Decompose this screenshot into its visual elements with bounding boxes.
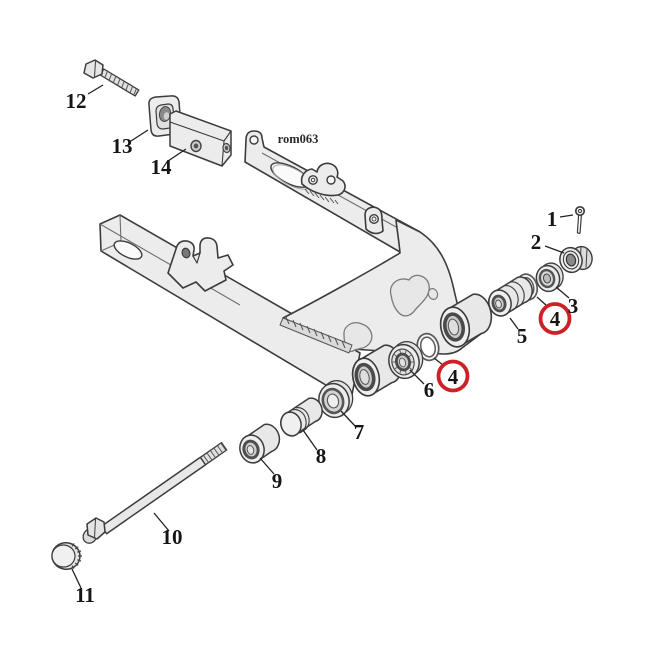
leader-2 (544, 245, 565, 254)
leader-13 (130, 129, 149, 142)
callout-10: 10 (162, 525, 183, 549)
callout-11: 11 (75, 583, 95, 607)
caliper-bracket (300, 162, 346, 205)
leader-3 (555, 286, 570, 299)
callout-13: 13 (112, 134, 133, 158)
watermark: rom063 (278, 132, 319, 146)
spacer-block (169, 110, 232, 167)
beam-bracket-hole (181, 247, 191, 259)
leader-10 (153, 512, 170, 532)
leader-1 (559, 214, 574, 218)
callout-14: 14 (151, 155, 173, 179)
callout-9: 9 (272, 469, 283, 493)
tab-hole (369, 213, 380, 224)
callout-6: 6 (424, 378, 435, 402)
leader-4-right (536, 296, 548, 307)
pivot-axle (82, 441, 228, 544)
callout-8: 8 (316, 444, 327, 468)
leader-12 (87, 84, 104, 95)
adjuster-strip (279, 316, 353, 354)
lower-arm-slot (113, 240, 143, 260)
callout-7: 7 (354, 420, 365, 444)
axle-nut (559, 245, 593, 274)
leader-7 (340, 410, 357, 428)
highlight-circle-right (538, 302, 572, 335)
beam-bracket (167, 237, 234, 292)
highlight-circle-left (436, 359, 470, 393)
o-ring-left (416, 332, 440, 362)
spacer (280, 397, 323, 437)
pivot-bushing-right (488, 276, 533, 317)
leader-14 (167, 148, 187, 162)
leader-4-left (433, 357, 444, 366)
leader-9 (259, 457, 275, 475)
leader-lines (71, 84, 574, 589)
callout-1: 1 (547, 207, 558, 231)
swingarm (99, 130, 493, 401)
lug-hole (249, 135, 259, 145)
callout-4-left: 4 (448, 365, 459, 389)
callout-labels: 12 13 14 1 2 3 4 5 4 6 7 8 9 10 11 (66, 89, 579, 607)
shock-tab (364, 206, 384, 235)
callout-3: 3 (568, 294, 579, 318)
bracket-hole (308, 175, 318, 185)
cotter-pin (574, 205, 586, 234)
leader-5 (509, 317, 519, 330)
bushing (239, 423, 281, 464)
callout-2: 2 (531, 230, 542, 254)
junction-cutout-large (389, 274, 430, 317)
callout-4-right: 4 (550, 307, 561, 331)
pivot-boss-upper (439, 293, 493, 348)
leader-8 (302, 429, 318, 451)
callout-12: 12 (66, 89, 87, 113)
leader-11 (71, 568, 82, 589)
washer (535, 262, 564, 293)
end-cap (51, 542, 82, 570)
callout-5: 5 (517, 324, 528, 348)
mount-bolt (83, 59, 140, 97)
bearing (388, 340, 424, 380)
bracket-slot (326, 175, 336, 185)
seal (318, 379, 354, 419)
leader-6 (409, 369, 425, 385)
